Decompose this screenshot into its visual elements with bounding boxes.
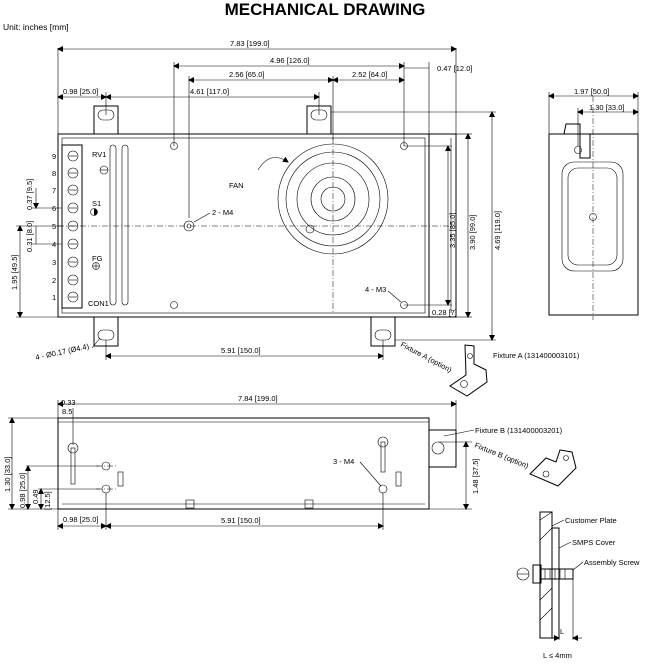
hole-note: 4 - Ø0.17 (Ø4.4) bbox=[35, 342, 91, 362]
dim-256: 2.56 [65.0] bbox=[229, 70, 264, 79]
front-view-body bbox=[57, 417, 430, 510]
dim-591-front: 5.91 [150.0] bbox=[221, 516, 261, 525]
dim-252: 2.52 [64.0] bbox=[352, 70, 387, 79]
pin-label: 7 bbox=[52, 186, 56, 195]
pin-label: 6 bbox=[52, 204, 56, 213]
dim-037: 0.37 [9.5] bbox=[25, 179, 34, 210]
dim-098-vertical: 0.98 [25.0] bbox=[18, 473, 27, 508]
m4-label-front: 3 - M4 bbox=[333, 457, 354, 466]
side-view: 1.97 [50.0] 1.30 [33.0] bbox=[548, 87, 639, 320]
fan-label: FAN bbox=[229, 181, 244, 190]
dim-496: 4.96 [126.0] bbox=[270, 56, 310, 65]
dim-049: 0.49 bbox=[31, 489, 40, 504]
dim-148: 1.48 [37.5] bbox=[471, 459, 480, 494]
fan-rotation-icon bbox=[257, 156, 289, 171]
dim-85: 8.5 bbox=[62, 407, 72, 416]
dim-469: 4.69 [119.0] bbox=[493, 211, 502, 250]
customer-plate-label: Customer Plate bbox=[565, 516, 617, 525]
side-bracket bbox=[563, 123, 591, 159]
front-flange bbox=[429, 429, 457, 468]
pin-label: 8 bbox=[52, 169, 56, 178]
dim-098-horizontal: 0.98 [25.0] bbox=[63, 515, 98, 524]
side-view-body bbox=[548, 133, 639, 316]
keyhole bbox=[377, 436, 389, 448]
dim-047: 0.47 [12.0] bbox=[437, 64, 472, 73]
top-view: 9 8 7 6 5 4 3 2 1 RV1 S1 FG CON1 bbox=[52, 105, 457, 347]
dim-784: 7.84 [199.0] bbox=[238, 394, 278, 403]
m4-label: 2 - M4 bbox=[212, 208, 233, 217]
dim-195: 1.95 [49.5] bbox=[10, 255, 19, 290]
assembly-screw bbox=[540, 568, 574, 580]
dim-125: [12.5] bbox=[43, 491, 52, 510]
m3-label: 4 - M3 bbox=[365, 285, 386, 294]
foot bbox=[304, 499, 314, 509]
smps-cover-label: SMPS Cover bbox=[572, 538, 616, 547]
fg-label: FG bbox=[92, 254, 103, 263]
pin-label: 3 bbox=[52, 258, 56, 267]
dim-461: 4.61 [117.0] bbox=[190, 87, 229, 96]
l-label: L bbox=[560, 627, 564, 636]
front-dimensions: 7.84 [199.0] 0.33 8.5 1.30 [33.0] 0.98 [… bbox=[3, 394, 480, 530]
dim-591-top: 5.91 [150.0] bbox=[221, 346, 261, 355]
con1-label: CON1 bbox=[88, 299, 109, 308]
dim-098: 0.98 [25.0] bbox=[63, 87, 98, 96]
dim-335: 3.35 [85.0] bbox=[448, 213, 457, 248]
right-flange bbox=[429, 133, 457, 318]
dim-130-side: 1.30 [33.0] bbox=[589, 103, 624, 112]
top-view-body bbox=[57, 133, 430, 318]
rv1-label: RV1 bbox=[92, 150, 106, 159]
unit-note: Unit: inches [mm] bbox=[3, 22, 69, 32]
mounting-detail: Customer Plate SMPS Cover Assembly Screw… bbox=[516, 511, 640, 660]
fan-screw bbox=[305, 224, 315, 234]
pin-label: 2 bbox=[52, 276, 56, 285]
m4-screw-icon bbox=[101, 461, 388, 494]
vent-slot bbox=[121, 144, 129, 306]
dim-031: 0.31 [8.0] bbox=[25, 221, 34, 252]
pin-label: 1 bbox=[52, 293, 56, 302]
dim-390: 3.90 [99.0] bbox=[468, 215, 477, 250]
pin-label: 9 bbox=[52, 152, 56, 161]
side-view-opening bbox=[561, 161, 624, 272]
dim-028: 0.28 [7] bbox=[432, 308, 457, 317]
fixture-a-icon bbox=[449, 344, 488, 397]
smps-cover bbox=[551, 527, 560, 639]
dim-197: 1.97 [50.0] bbox=[574, 87, 609, 96]
vent-slot bbox=[109, 144, 117, 306]
fixture-b-icon bbox=[529, 449, 577, 487]
pin-label: 4 bbox=[52, 240, 56, 249]
pin-numbers: 9 8 7 6 5 4 3 2 1 bbox=[52, 152, 56, 302]
foot bbox=[185, 499, 195, 509]
assembly-screw-label: Assembly Screw bbox=[584, 558, 640, 567]
front-view: 3 - M4 bbox=[57, 417, 457, 510]
fixture-b-tag: Fixture B (option) bbox=[473, 441, 530, 471]
s1-label: S1 bbox=[92, 199, 101, 208]
fixture-b-label: Fixture B (131400003201) bbox=[475, 426, 563, 435]
page-title: MECHANICAL DRAWING bbox=[224, 0, 426, 19]
dim-130-front: 1.30 [33.0] bbox=[3, 457, 12, 492]
l-note: L ≤ 4mm bbox=[543, 651, 572, 660]
fixture-a-label: Fixture A (131400003101) bbox=[493, 351, 580, 360]
terminal-screws bbox=[67, 150, 79, 303]
dim-overall-width: 7.83 [199.0] bbox=[230, 39, 270, 48]
terminal-block bbox=[61, 144, 83, 309]
pin-label: 5 bbox=[52, 222, 56, 231]
dim-033: 0.33 bbox=[61, 398, 76, 407]
fixture-a-tag: Fixture A (option) bbox=[399, 340, 454, 375]
top-dimensions: 7.83 [199.0] 4.96 [126.0] 0.47 [12.0] 2.… bbox=[10, 39, 502, 362]
